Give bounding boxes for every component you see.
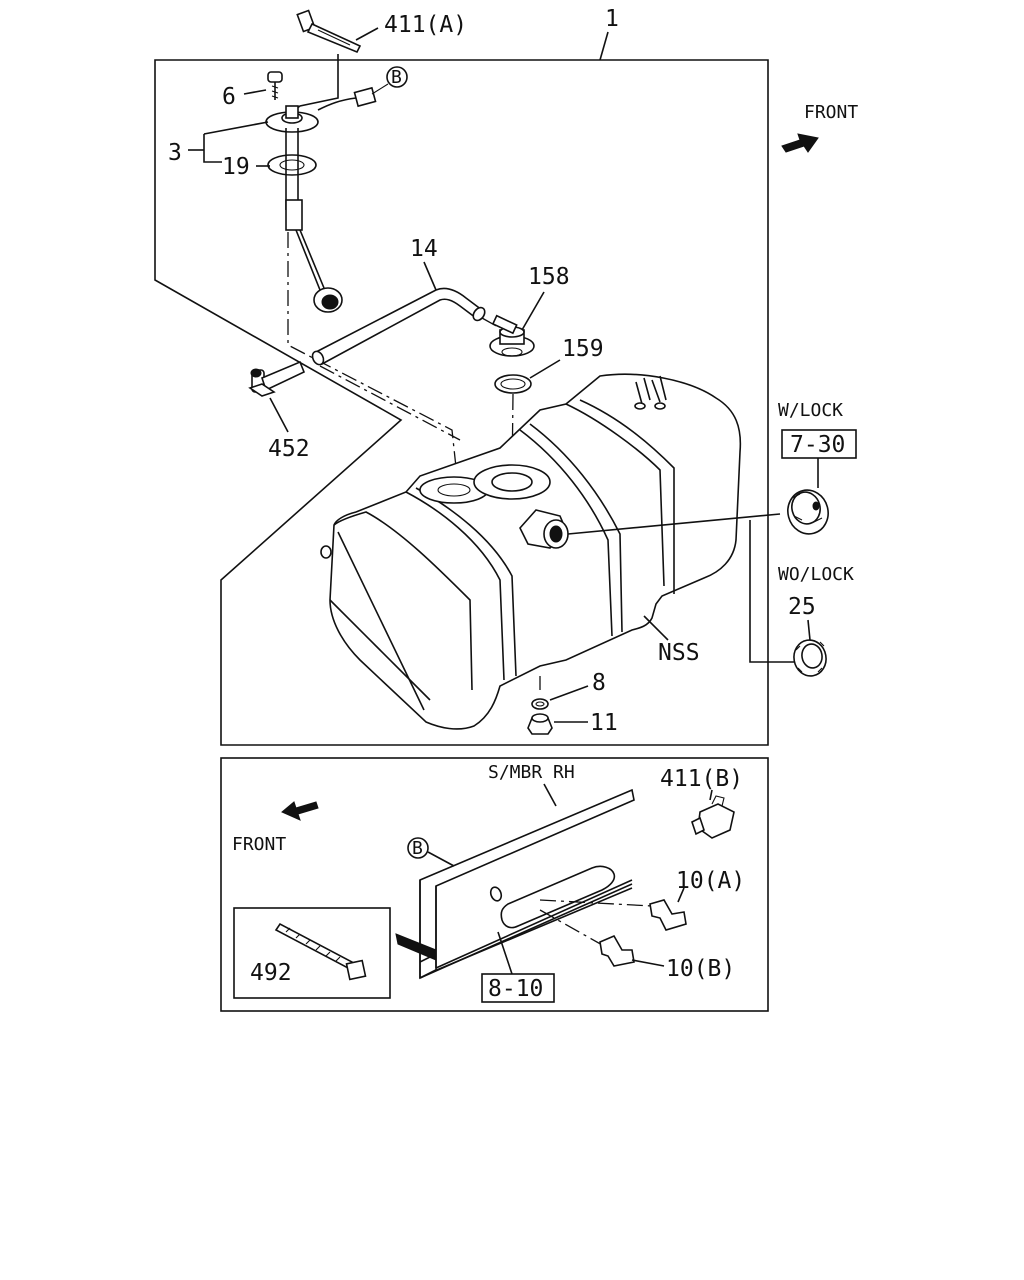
callout-19: 19 (222, 154, 250, 180)
clip-10a (649, 899, 687, 931)
callout-smbr-rh: S/MBR RH (488, 762, 575, 783)
callout-10a: 10(A) (676, 868, 745, 894)
ref-box-7-30 (781, 429, 857, 459)
cable-tie-inset (233, 907, 391, 999)
callout-6: 6 (222, 84, 236, 110)
drain-plug-11 (527, 713, 553, 735)
front-arrow-top-icon (781, 133, 819, 153)
callout-492: 492 (250, 960, 292, 986)
callout-159: 159 (562, 336, 604, 362)
callout-11: 11 (590, 710, 618, 736)
callout-452: 452 (268, 436, 310, 462)
callout-10b: 10(B) (666, 956, 735, 982)
front-label-top: FRONT (804, 102, 858, 123)
front-label-bottom: FRONT (232, 834, 286, 855)
bottom-frame (220, 757, 769, 1012)
label-wo-lock: WO/LOCK (778, 564, 854, 585)
callout-411a: 411(A) (384, 12, 467, 38)
connector-b-badge-2 (407, 837, 429, 859)
clip-10b (599, 934, 635, 967)
sender-unit-3 (265, 105, 343, 313)
harness-clip-b (691, 795, 735, 839)
callout-158: 158 (528, 264, 570, 290)
callout-8: 8 (592, 670, 606, 696)
vent-valve-158 (489, 314, 535, 357)
harness-clip-a (296, 9, 362, 54)
fuel-cap-without-lock (793, 639, 827, 677)
callout-25: 25 (788, 594, 816, 620)
hose-14 (311, 287, 486, 366)
front-arrow-bottom-icon (281, 801, 319, 821)
connector-b-badge (386, 66, 408, 88)
ref-box-8-10 (481, 973, 555, 1003)
ring-seal-159 (494, 374, 532, 394)
fuel-cap-with-lock (787, 489, 829, 535)
washer-8 (531, 698, 549, 710)
callout-1: 1 (605, 6, 619, 32)
label-w-lock: W/LOCK (778, 400, 843, 421)
fitting-452 (248, 360, 306, 397)
callout-b: B (391, 67, 402, 88)
screw-6 (267, 71, 283, 100)
top-panel: 1 411(A) B 6 (154, 6, 858, 746)
callout-14: 14 (410, 236, 438, 262)
fuel-tank (320, 373, 742, 730)
callout-b-2: B (412, 838, 423, 859)
bottom-panel: FRONT S/MBR RH B (220, 757, 769, 1012)
callout-411b: 411(B) (660, 766, 743, 792)
inset-pointer-icon (395, 933, 437, 961)
callout-nss: NSS (658, 640, 700, 666)
callout-7-30: 7-30 (790, 432, 845, 458)
cable-tie-492 (274, 922, 367, 981)
assembly-frame (154, 59, 769, 746)
callout-8-10: 8-10 (488, 976, 543, 1002)
callout-3: 3 (168, 140, 182, 166)
